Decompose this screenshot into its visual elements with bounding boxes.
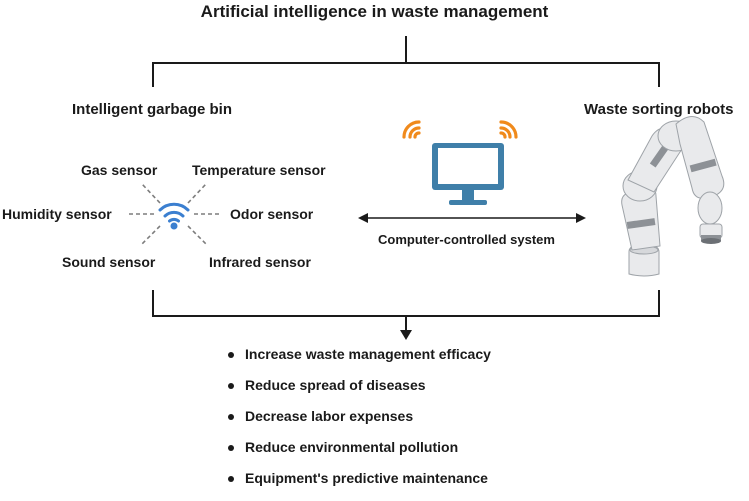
outcome-text: Equipment's predictive maintenance xyxy=(245,470,488,486)
intelligent-garbage-bin-heading: Intelligent garbage bin xyxy=(72,101,233,118)
wifi-icon xyxy=(158,202,190,223)
outcome-text: Decrease labor expenses xyxy=(245,408,414,424)
bullet-icon xyxy=(228,414,234,420)
outcome-text: Reduce environmental pollution xyxy=(245,439,459,455)
outcome-item: Reduce environmental pollution xyxy=(228,439,491,470)
outcome-item: Equipment's predictive maintenance xyxy=(228,470,491,501)
outcome-item: Increase waste management efficacy xyxy=(228,346,491,377)
waste-sorting-robots-heading: Waste sorting robots xyxy=(584,101,734,118)
double-arrow-left-head xyxy=(358,213,368,223)
gas-sensor-label: Gas sensor xyxy=(81,162,158,178)
down-arrow-head xyxy=(400,330,412,340)
temperature-sensor-label: Temperature sensor xyxy=(192,162,326,178)
outcome-item: Reduce spread of diseases xyxy=(228,377,491,408)
odor-sensor-label: Odor sensor xyxy=(230,206,314,222)
outcome-text: Reduce spread of diseases xyxy=(245,377,426,393)
bottom-bracket xyxy=(152,290,660,317)
top-bracket xyxy=(152,62,660,87)
wifi-dot xyxy=(170,222,178,230)
robot-arm-icon xyxy=(621,116,725,277)
computer-monitor-icon xyxy=(432,143,504,205)
bullet-icon xyxy=(228,445,234,451)
outcomes-list: Increase waste management efficacy Reduc… xyxy=(228,346,491,501)
sensor-rays xyxy=(126,183,222,245)
signal-left-icon xyxy=(402,120,421,139)
humidity-sensor-label: Humidity sensor xyxy=(2,206,112,222)
bullet-icon xyxy=(228,383,234,389)
diagram-title: Artificial intelligence in waste managem… xyxy=(200,2,549,21)
signal-right-icon xyxy=(499,120,518,139)
bullet-icon xyxy=(228,476,234,482)
bullet-icon xyxy=(228,352,234,358)
double-arrow-right-head xyxy=(576,213,586,223)
computer-controlled-system-caption: Computer-controlled system xyxy=(378,232,555,247)
infrared-sensor-label: Infrared sensor xyxy=(209,254,311,270)
outcome-text: Increase waste management efficacy xyxy=(245,346,491,362)
sound-sensor-label: Sound sensor xyxy=(62,254,156,270)
outcome-item: Decrease labor expenses xyxy=(228,408,491,439)
